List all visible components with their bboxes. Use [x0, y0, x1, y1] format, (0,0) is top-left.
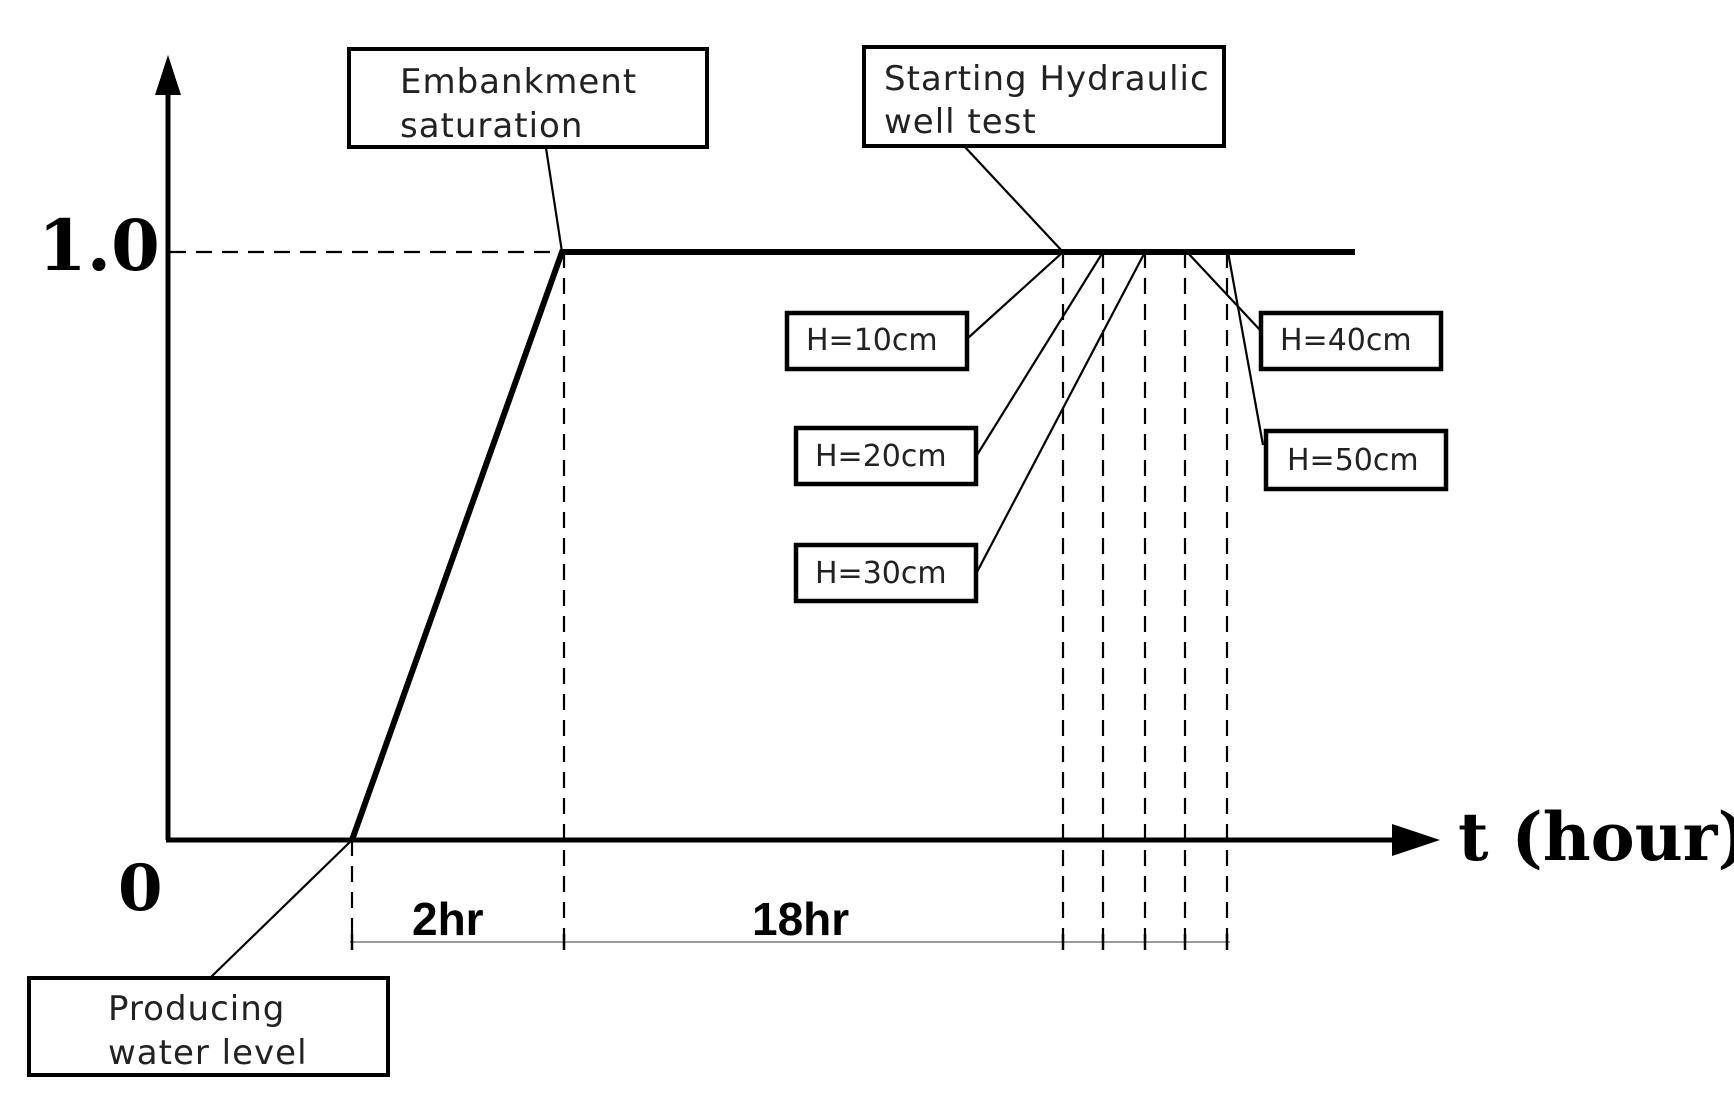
y-axis-arrow	[155, 55, 181, 95]
hydraulic-label-line-2: well test	[884, 102, 1037, 142]
head-leaders	[967, 251, 1265, 573]
hold-duration-label: 18hr	[752, 893, 849, 945]
producing-label-line-2: water level	[108, 1033, 308, 1073]
h20-label: H=20cm	[815, 439, 947, 474]
origin-label: 0	[118, 851, 163, 926]
h20-box	[793, 425, 979, 487]
h50-label: H=50cm	[1287, 443, 1419, 478]
hydraulic-label-line-1: Starting Hydraulic	[884, 59, 1210, 99]
producing-box	[27, 976, 390, 1077]
h10-box	[784, 310, 970, 372]
producing-leader	[209, 839, 353, 979]
x-axis-arrow	[1392, 824, 1440, 856]
embankment-leader	[544, 147, 564, 253]
fill-duration-label: 2hr	[412, 893, 484, 945]
h30-box	[793, 542, 979, 604]
x-axis-label: t (hour)	[1458, 798, 1734, 876]
h40-box	[1258, 310, 1444, 372]
embankment-label-line-2: saturation	[400, 106, 583, 146]
h30-label: H=30cm	[815, 556, 947, 591]
producing-label-line-1: Producing	[108, 989, 285, 1029]
h10-label: H=10cm	[806, 323, 938, 358]
hydraulic-leader	[964, 146, 1064, 253]
embankment-box	[347, 47, 709, 149]
h50-box	[1263, 428, 1449, 492]
embankment-label-line-1: Embankment	[400, 62, 637, 102]
hydraulic-box	[862, 45, 1226, 148]
dimension-ticks	[350, 934, 1229, 950]
h40-label: H=40cm	[1280, 323, 1412, 358]
y-tick-1-label: 1.0	[38, 204, 160, 287]
